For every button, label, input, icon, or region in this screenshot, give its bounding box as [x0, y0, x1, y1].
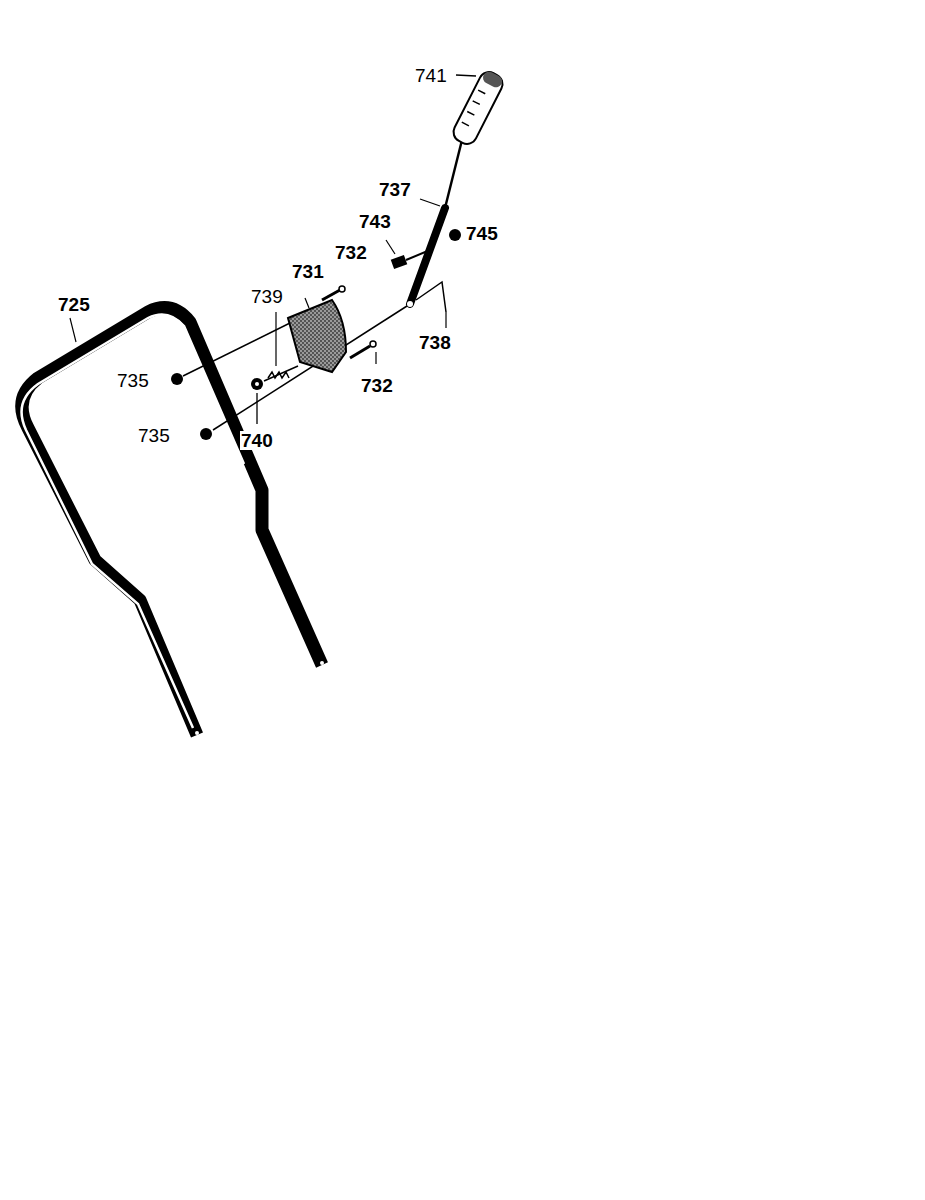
screw — [322, 290, 340, 300]
callout-number: 735 — [137, 426, 171, 445]
screw-head — [370, 341, 376, 347]
nut — [449, 229, 461, 241]
leader-line — [386, 240, 395, 254]
callout-number: 738 — [418, 333, 452, 352]
leader-line — [456, 75, 476, 76]
callout-number: 737 — [378, 180, 412, 199]
leader-line — [305, 298, 309, 308]
bolt — [391, 255, 408, 269]
grip — [450, 69, 506, 148]
leader-line — [445, 312, 446, 328]
bolt-shank — [406, 250, 430, 260]
grip-cap — [481, 70, 504, 90]
leader-line — [70, 318, 76, 342]
washer-hole — [255, 382, 259, 386]
callout-number: 745 — [465, 224, 499, 243]
screw-head — [339, 286, 345, 292]
handle-hole — [195, 731, 199, 735]
callout-number: 735 — [116, 371, 150, 390]
handle-tube — [22, 308, 322, 735]
washer — [251, 378, 263, 390]
assembly-line — [264, 366, 298, 381]
callout-number: 732 — [334, 243, 368, 262]
leader-line — [375, 352, 376, 364]
callout-number: 743 — [358, 212, 392, 231]
control-panel — [288, 300, 346, 372]
grip-ribs — [462, 90, 485, 126]
nut — [200, 428, 212, 440]
callout-number: 731 — [291, 262, 325, 281]
screw — [350, 346, 370, 358]
leader-line — [275, 312, 276, 366]
callout-number: 741 — [414, 66, 448, 85]
leader-line — [256, 393, 257, 424]
bracket — [416, 282, 446, 312]
nut — [171, 373, 183, 385]
callout-number: 739 — [250, 287, 284, 306]
callout-number: 740 — [240, 431, 274, 450]
callout-number: 725 — [57, 295, 91, 314]
lever-rod — [445, 140, 462, 208]
callout-number: 732 — [360, 376, 394, 395]
grip-body — [450, 69, 506, 148]
leader-line — [420, 199, 440, 206]
handle-hole — [320, 661, 324, 665]
spring — [268, 372, 289, 378]
lever-pivot — [407, 301, 413, 307]
handle-highlight — [22, 314, 244, 728]
assembly-line — [183, 320, 296, 376]
